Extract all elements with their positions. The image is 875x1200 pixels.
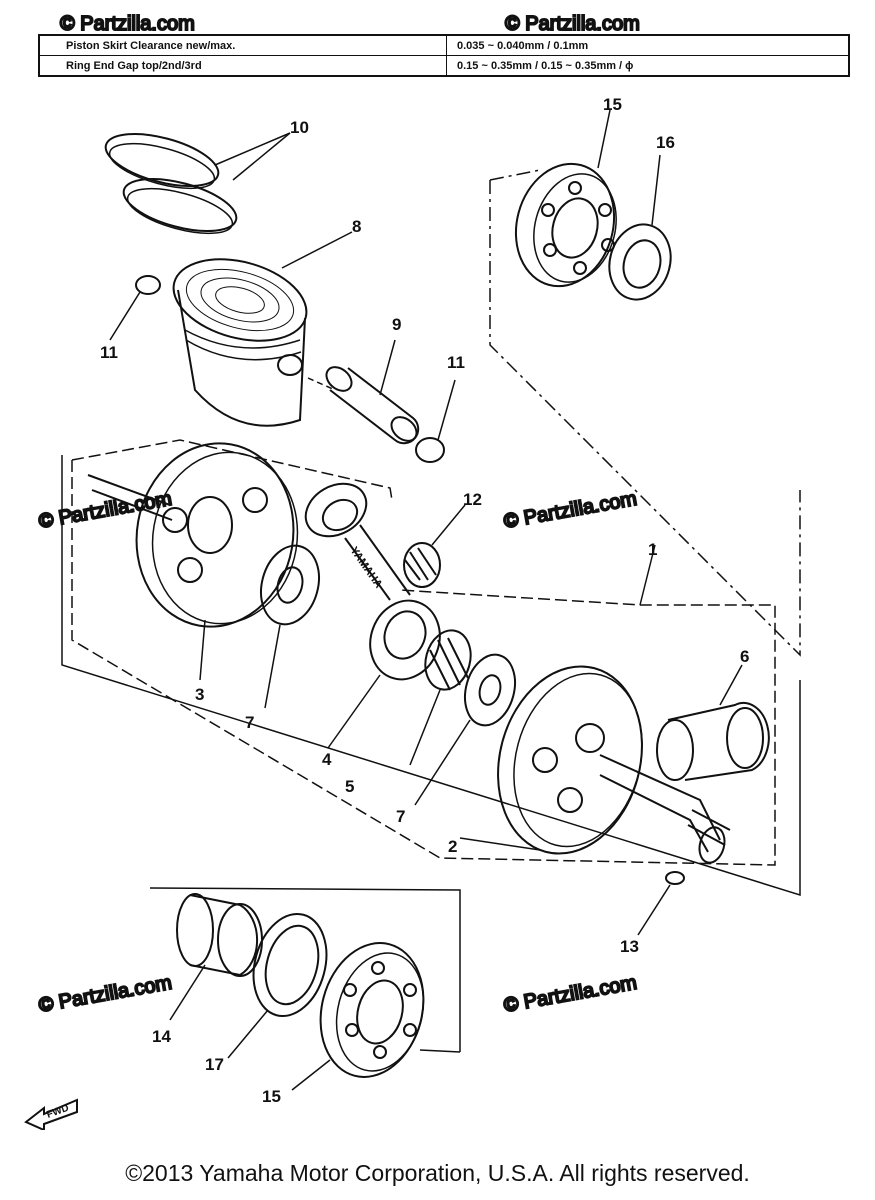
crank-wheel-left [87,442,299,681]
needle-bearing-big [409,629,472,766]
callout-6: 6 [740,647,749,666]
collar [169,893,263,1021]
crank-bearing [514,109,617,288]
piston-pin [325,339,420,445]
callout-7: 7 [245,713,254,732]
oil-seal [608,154,672,301]
thrust-washer [464,653,516,727]
thrust-washer [260,544,320,626]
spec-row-ring-end-gap: Ring End Gap top/2nd/3rd 0.15 ~ 0.35mm /… [38,55,850,77]
callout-11: 11 [447,353,465,372]
callout-7: 7 [396,807,405,826]
watermark: © Partzilla.com [502,488,639,533]
piston [172,231,353,427]
needle-bearing-small [403,504,466,588]
watermark: © Partzilla.com [505,13,640,35]
spec-table: Piston Skirt Clearance new/max. 0.035 ~ … [38,34,850,77]
circlip [135,275,161,295]
callout-4: 4 [322,750,332,769]
callout-16: 16 [656,133,675,152]
callout-12: 12 [463,490,482,509]
spec-row-skirt-clearance: Piston Skirt Clearance new/max. 0.035 ~ … [38,34,850,56]
callout-15: 15 [262,1087,281,1106]
callout-2: 2 [448,837,457,856]
callout-13: 13 [620,937,639,956]
callout-10: 10 [290,118,309,137]
callout-1: 1 [648,540,657,559]
watermark: © Partzilla.com [60,13,195,35]
crank-bearing-lower [291,942,425,1091]
spec-label: Ring End Gap top/2nd/3rd [38,55,447,77]
watermark: © Partzilla.com [37,972,174,1017]
callout-8: 8 [352,217,361,236]
crank-pin [656,664,770,781]
woodruff-key [665,871,685,885]
connecting-rod: YAMAHA [304,482,441,749]
circlip [415,437,445,463]
spec-value: 0.035 ~ 0.040mm / 0.1mm [446,34,850,56]
watermark: © Partzilla.com [502,972,639,1017]
callout-11: 11 [100,343,118,362]
callout-15: 15 [603,95,622,114]
piston-rings [104,132,291,235]
callout-17: 17 [205,1055,224,1074]
forward-arrow-icon: FWD [24,1098,78,1130]
oil-seal-lower [227,912,328,1059]
callout-14: 14 [152,1027,171,1046]
crank-wheel-right [459,665,731,864]
spec-value: 0.15 ~ 0.35mm / 0.15 ~ 0.35mm / ϕ [446,55,850,77]
callout-5: 5 [345,777,354,796]
callout-3: 3 [195,685,204,704]
callout-9: 9 [392,315,401,334]
copyright-notice: ©2013 Yamaha Motor Corporation, U.S.A. A… [125,1160,750,1186]
